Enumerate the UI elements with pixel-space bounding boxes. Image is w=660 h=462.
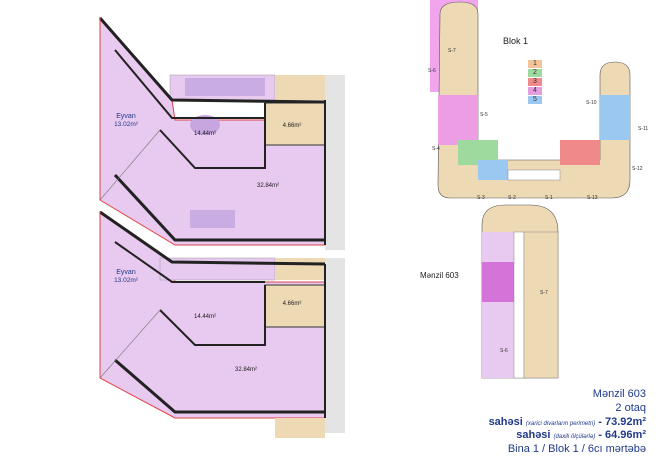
top-plan-balcony-line	[99, 129, 161, 201]
top-plan-wall-partition	[159, 103, 266, 169]
inner-area-note: (daxili ölçülərlə)	[553, 434, 596, 441]
block-map-zone-3	[560, 140, 600, 165]
outer-area-label: sahəsi	[488, 415, 523, 428]
top-balcony-area: 13.02m²	[114, 121, 139, 128]
inner-area: sahəsi (daxili ölçülərlə) - 64.96m²	[489, 429, 646, 443]
outer-area-value: - 73.92m²	[598, 415, 646, 428]
block-map-zone-4	[438, 95, 478, 145]
bottom-plan-stair	[275, 258, 325, 280]
apartment-number: Mənzil 603	[592, 388, 646, 400]
bottom-plan-wall-north	[99, 210, 326, 266]
top-living-area: 32.84m²	[257, 183, 279, 189]
top-plan-corridor	[325, 75, 345, 250]
block-map-section-s10: S-10	[586, 100, 597, 106]
top-plan-wall-north	[98, 17, 326, 104]
outer-area-note: (xarici divarların perimetri)	[525, 420, 596, 427]
inner-area-label: sahəsi	[516, 429, 551, 442]
outer-area: sahəsi (xarici divarların perimetri) - 7…	[489, 416, 646, 430]
top-floor-plan: Eyvan 13.02m² 14.44m² 4.66m² 32.84m²	[98, 16, 345, 250]
legend-item-2: 2	[528, 69, 542, 77]
block-map-section-s3: S-3	[477, 195, 485, 201]
legend-item-1: 1	[528, 60, 542, 68]
top-plan-wall-inner	[114, 49, 265, 119]
detail-map-title: Mənzil 603	[420, 271, 459, 280]
building-location: Bina 1 / Blok 1 / 6cı mərtəbə	[507, 443, 646, 455]
bottom-living-area: 32.84m²	[235, 367, 257, 373]
block-map-zone-5b	[600, 95, 630, 140]
legend-item-4: 4	[528, 87, 542, 95]
bottom-plan-stair-lower	[275, 418, 325, 438]
block-map-section-s12: S-12	[632, 166, 643, 172]
top-balcony-label: Eyvan	[116, 113, 136, 120]
block-map-section-s5: S-5	[480, 112, 488, 118]
top-plan-wall-south	[113, 173, 325, 242]
detail-map-section-s6: S-6	[500, 348, 508, 354]
bottom-plan-wall-inner	[114, 241, 265, 283]
inner-area-value: - 64.96m²	[598, 429, 646, 442]
block-map-section-s7: S-7	[448, 48, 456, 54]
room-count: 2 otaq	[615, 401, 646, 414]
bottom-balcony-label: Eyvan	[116, 269, 136, 276]
detail-map-highlight	[482, 262, 514, 302]
legend-item-3: 3	[528, 78, 542, 86]
top-plan-sofa	[190, 210, 235, 228]
bottom-plan-balcony-line	[99, 309, 161, 379]
block-map-section-s1: S-1	[545, 195, 553, 201]
top-room1-area: 14.44m²	[194, 131, 216, 137]
block-overview-map: S-7 S-6 S-5 S-4 S-3 S-2 S-1 S-13 S-12 S-…	[428, 0, 648, 201]
block-map-section-s4: S-4	[432, 146, 440, 152]
bottom-plan-wall-partition	[159, 285, 266, 346]
detail-map-section-s7: S-7	[540, 290, 548, 296]
block-map-zone-5	[478, 160, 508, 180]
detail-map-corridor	[513, 231, 525, 379]
legend-item-5: 5	[528, 96, 542, 104]
bottom-room1-area: 14.44m²	[194, 314, 216, 320]
bottom-plan-wall-south	[114, 358, 325, 414]
block-map-section-s2: S-2	[508, 195, 516, 201]
bottom-plan-corridor	[325, 258, 345, 433]
block-map-title: Blok 1	[503, 36, 528, 46]
top-plan-stair	[275, 75, 325, 100]
color-legend: 1 2 3 4 5	[528, 60, 542, 105]
detail-map: S-7 S-6 Mənzil 603	[420, 204, 559, 379]
top-bath-area: 4.66m²	[283, 123, 302, 129]
detail-map-left-units	[482, 232, 514, 378]
block-map-section-s6: S-6	[428, 68, 436, 74]
top-plan-table	[190, 115, 220, 135]
apartment-info: Mənzil 603 2 otaq sahəsi (xarici divarla…	[489, 388, 646, 457]
block-map-section-s11: S-11	[638, 126, 648, 132]
bottom-balcony-area: 13.02m²	[114, 277, 139, 284]
bottom-bath-area: 4.66m²	[283, 301, 302, 307]
block-map-inner-units	[507, 169, 561, 181]
block-map-section-s13: S-13	[587, 195, 598, 201]
bottom-floor-plan: Eyvan 13.02m² 14.44m² 4.66m² 32.84m²	[99, 210, 345, 438]
top-plan-furniture	[185, 78, 265, 96]
detail-map-right-units	[523, 231, 559, 379]
